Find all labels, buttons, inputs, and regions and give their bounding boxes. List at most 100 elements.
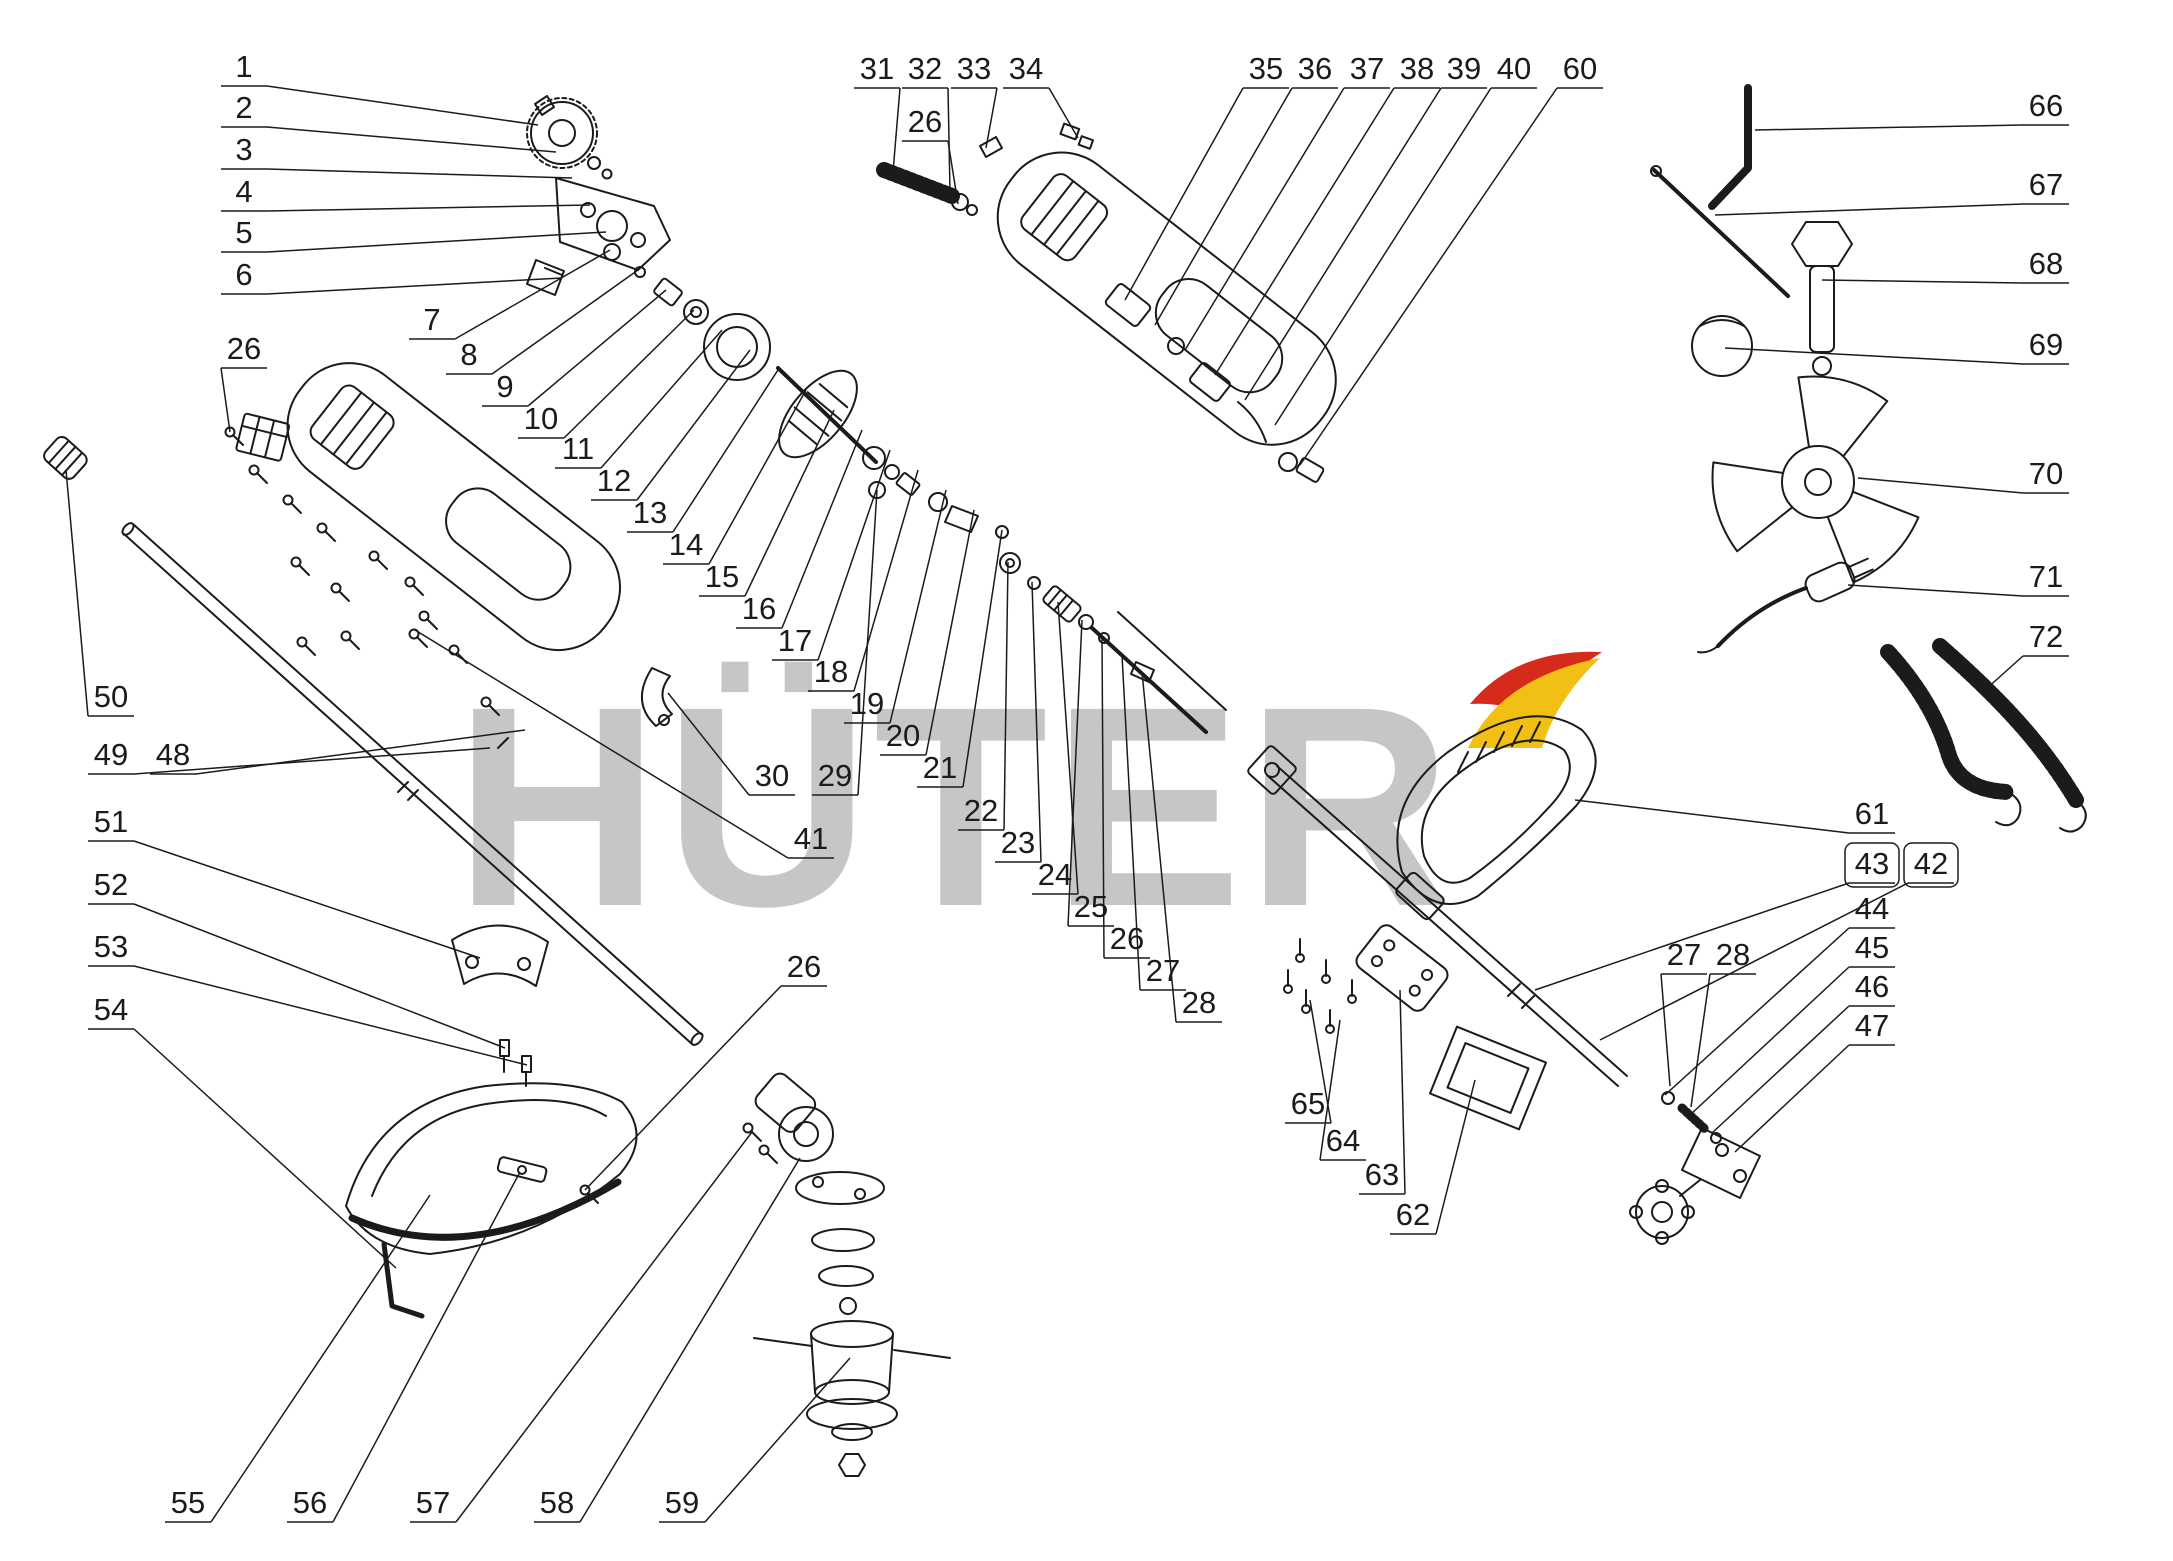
part-number-58: 58 bbox=[540, 1485, 574, 1520]
part-number-7: 7 bbox=[423, 302, 440, 337]
callout-23: 23 bbox=[995, 581, 1042, 863]
part-number-16: 16 bbox=[742, 591, 776, 626]
part-number-48: 48 bbox=[156, 737, 190, 772]
part-number-19: 19 bbox=[850, 686, 884, 721]
callout-11: 11 bbox=[555, 329, 723, 469]
part-number-9: 9 bbox=[496, 369, 513, 404]
switch-parts-drawing bbox=[1104, 283, 1325, 483]
part-number-34: 34 bbox=[1009, 51, 1043, 86]
callout-67: 67 bbox=[1714, 167, 2069, 216]
part-number-13: 13 bbox=[633, 495, 667, 530]
callout-72: 72 bbox=[1984, 619, 2069, 691]
callout-26: 26 bbox=[220, 331, 267, 433]
part-number-17: 17 bbox=[778, 623, 812, 658]
callout-60: 60 bbox=[1299, 51, 1603, 466]
socket-wrench-drawing bbox=[1791, 221, 1853, 376]
part-number-71: 71 bbox=[2029, 559, 2063, 594]
part-number-27: 27 bbox=[1146, 953, 1180, 988]
drive-shaft-parts-drawing bbox=[999, 552, 1227, 734]
part-number-44: 44 bbox=[1855, 891, 1889, 926]
part-number-33: 33 bbox=[957, 51, 991, 86]
callout-27: 27 bbox=[1121, 654, 1186, 991]
callout-17: 17 bbox=[772, 449, 891, 661]
part-number-26: 26 bbox=[908, 104, 942, 139]
callout-19: 19 bbox=[844, 489, 947, 724]
callout-45: 45 bbox=[1689, 930, 1895, 1116]
callout-26: 26 bbox=[584, 949, 827, 1191]
callout-64: 64 bbox=[1319, 1019, 1366, 1161]
part-number-52: 52 bbox=[94, 867, 128, 902]
part-number-26: 26 bbox=[787, 949, 821, 984]
part-number-66: 66 bbox=[2029, 88, 2063, 123]
callout-43: 43 bbox=[1534, 842, 1900, 991]
callout-57: 57 bbox=[410, 1131, 753, 1523]
lower-shaft-assembly-drawing bbox=[1247, 715, 1761, 1245]
callout-48: 48 bbox=[150, 729, 526, 775]
main-shaft-tube-drawing bbox=[43, 435, 704, 1046]
part-number-12: 12 bbox=[597, 463, 631, 498]
part-number-64: 64 bbox=[1326, 1123, 1360, 1158]
part-number-43: 43 bbox=[1855, 846, 1889, 881]
part-number-28: 28 bbox=[1182, 985, 1216, 1020]
callout-5: 5 bbox=[221, 215, 607, 253]
part-number-6: 6 bbox=[235, 257, 252, 292]
callout-29: 29 bbox=[812, 489, 878, 796]
trimmer-head-drawing bbox=[753, 1072, 951, 1477]
cap-drawing bbox=[1691, 315, 1753, 377]
callout-58: 58 bbox=[534, 1157, 801, 1523]
logo-yellow-swoosh bbox=[1468, 658, 1600, 748]
part-number-63: 63 bbox=[1365, 1157, 1399, 1192]
part-number-72: 72 bbox=[2029, 619, 2063, 654]
part-number-18: 18 bbox=[814, 654, 848, 689]
part-number-57: 57 bbox=[416, 1485, 450, 1520]
part-number-54: 54 bbox=[94, 992, 128, 1027]
callout-15: 15 bbox=[699, 409, 835, 597]
shoulder-strap-drawing bbox=[1880, 638, 2087, 833]
callout-20: 20 bbox=[880, 509, 975, 756]
part-number-27: 27 bbox=[1667, 937, 1701, 972]
part-number-68: 68 bbox=[2029, 246, 2063, 281]
callout-42: 42 bbox=[1599, 842, 1959, 1041]
part-number-41: 41 bbox=[794, 821, 828, 856]
callout-22: 22 bbox=[958, 561, 1009, 831]
part-number-53: 53 bbox=[94, 929, 128, 964]
callout-62: 62 bbox=[1390, 1079, 1476, 1235]
part-number-14: 14 bbox=[669, 527, 703, 562]
part-number-31: 31 bbox=[860, 51, 894, 86]
part-number-30: 30 bbox=[755, 758, 789, 793]
callout-35: 35 bbox=[1124, 51, 1289, 301]
part-number-51: 51 bbox=[94, 804, 128, 839]
part-number-42: 42 bbox=[1914, 846, 1948, 881]
callout-49: 49 bbox=[88, 737, 491, 775]
callout-68: 68 bbox=[1821, 246, 2069, 284]
callout-33: 33 bbox=[951, 51, 998, 149]
callout-39: 39 bbox=[1244, 51, 1487, 401]
callout-3: 3 bbox=[221, 132, 573, 179]
part-number-23: 23 bbox=[1001, 825, 1035, 860]
callout-26: 26 bbox=[902, 104, 959, 205]
callout-14: 14 bbox=[663, 389, 807, 565]
part-number-47: 47 bbox=[1855, 1008, 1889, 1043]
part-number-62: 62 bbox=[1396, 1197, 1430, 1232]
callout-54: 54 bbox=[88, 992, 397, 1269]
gearbox-assembly-drawing bbox=[526, 95, 671, 296]
part-number-26: 26 bbox=[227, 331, 261, 366]
callout-46: 46 bbox=[1711, 969, 1895, 1134]
hex-key-drawing bbox=[1708, 84, 1752, 210]
callout-47: 47 bbox=[1734, 1008, 1895, 1153]
callout-40: 40 bbox=[1274, 51, 1537, 426]
callout-4: 4 bbox=[221, 174, 591, 212]
callout-38: 38 bbox=[1214, 51, 1440, 376]
callout-25: 25 bbox=[1067, 619, 1114, 927]
callout-69: 69 bbox=[1724, 327, 2069, 365]
huter-watermark-text: HÜTER bbox=[454, 648, 1456, 966]
callout-59: 59 bbox=[659, 1357, 851, 1523]
part-number-4: 4 bbox=[235, 174, 252, 209]
callout-34: 34 bbox=[1003, 51, 1079, 139]
callout-16: 16 bbox=[736, 429, 863, 629]
part-number-15: 15 bbox=[705, 559, 739, 594]
motor-housing-left-drawing bbox=[286, 362, 621, 652]
part-number-32: 32 bbox=[908, 51, 942, 86]
